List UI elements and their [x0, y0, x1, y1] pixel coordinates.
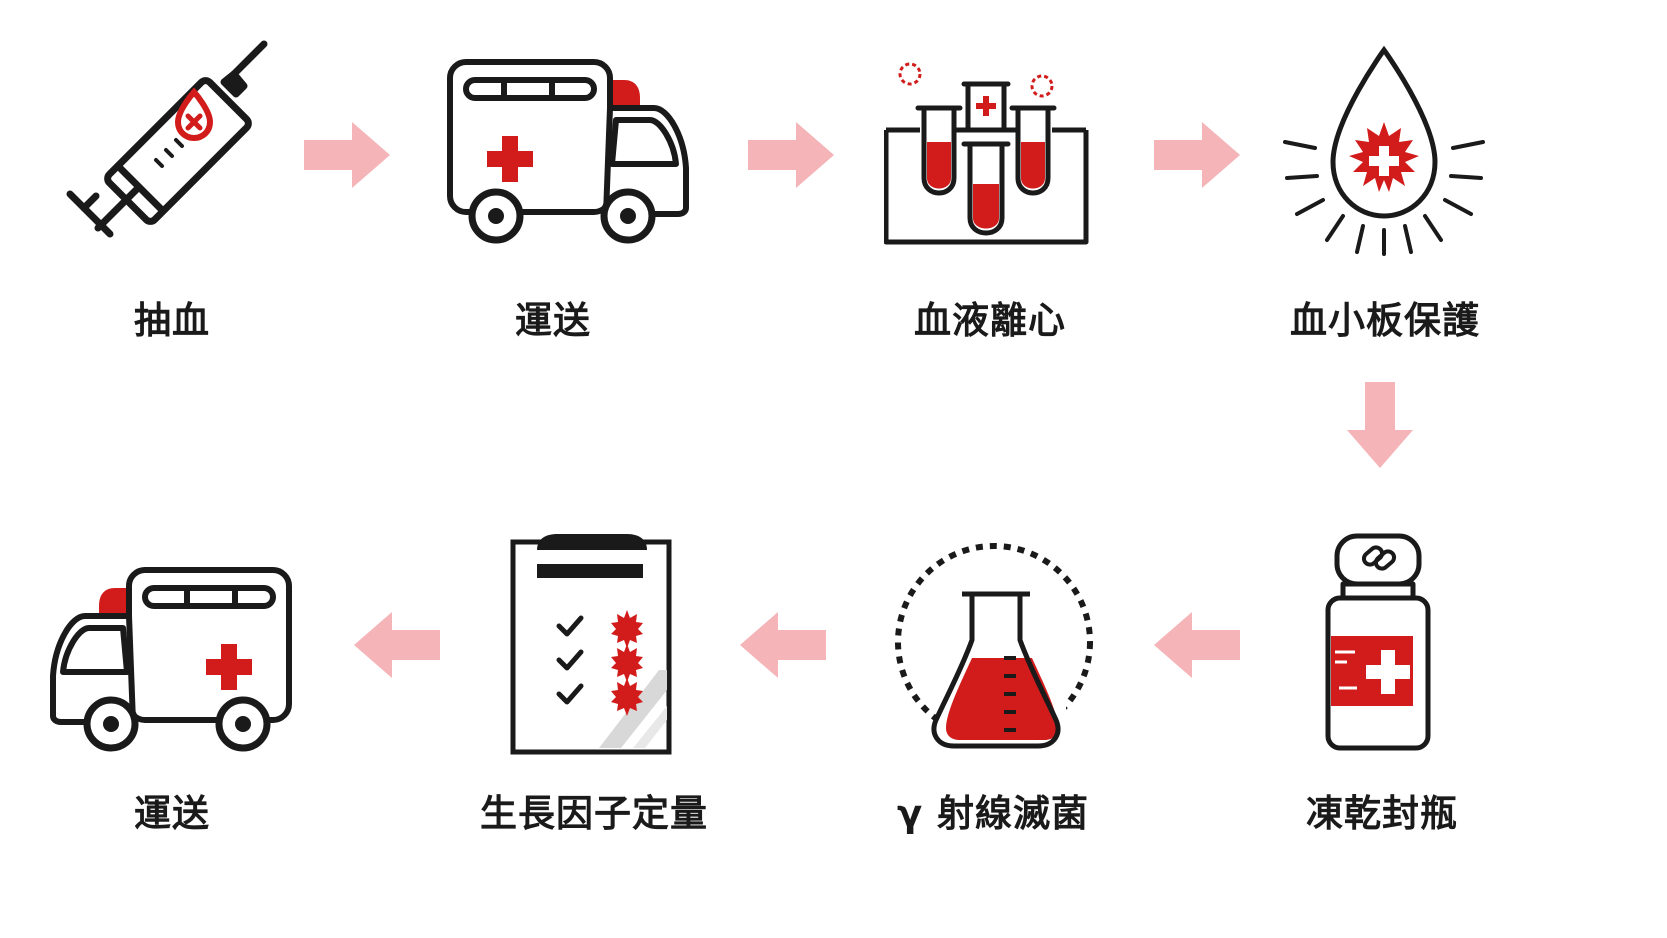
step-label-gamma-sterilization: γ 射線滅菌: [896, 792, 1090, 835]
step-label-transport-final: 運送: [134, 792, 210, 835]
ambulance-icon: [447, 59, 689, 244]
arrow-left-icon: [740, 612, 826, 678]
arrow-right-icon: [1154, 122, 1240, 188]
step-label-blood-draw: 抽血: [134, 299, 210, 342]
vial-icon: [1325, 533, 1431, 751]
step-label-centrifuge: 血液離心: [914, 299, 1066, 342]
ambulance-icon: [50, 567, 292, 752]
clipboard-checklist-icon: [510, 534, 672, 755]
step-label-transport: 運送: [515, 299, 591, 342]
step-label-growth-factor-quantification: 生長因子定量: [480, 792, 708, 835]
arrow-right-icon: [748, 122, 834, 188]
step-label-freeze-dry-seal: 凍乾封瓶: [1306, 792, 1458, 835]
arrow-right-icon: [304, 122, 390, 188]
flask-radiation-icon: [895, 543, 1093, 749]
arrow-left-icon: [1154, 612, 1240, 678]
step-label-platelet-protection: 血小板保護: [1290, 299, 1480, 342]
arrow-down-icon: [1347, 382, 1413, 468]
arrow-left-icon: [354, 612, 440, 678]
syringe-icon: [66, 40, 268, 238]
test-tubes-icon: [884, 62, 1089, 245]
blood-drop-icon: [1283, 45, 1485, 256]
